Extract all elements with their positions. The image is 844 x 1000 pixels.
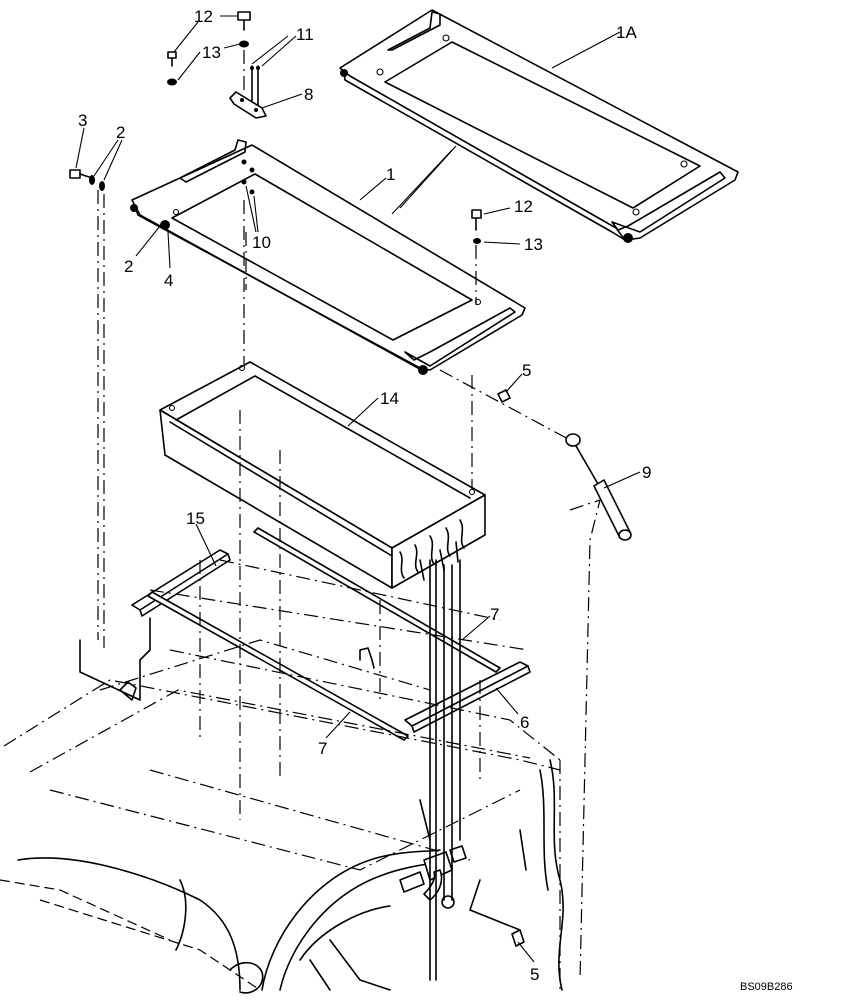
- vehicle-body-outline: [0, 499, 601, 994]
- callout-2-lower: 2: [124, 257, 133, 276]
- rail-7-lower: [147, 591, 409, 741]
- callout-4: 4: [164, 271, 173, 290]
- callout-5-upper: 5: [522, 361, 531, 380]
- washer-13-upper: [167, 40, 249, 86]
- callout-6: 6: [520, 713, 529, 732]
- drawing-reference-code: BS09B286: [740, 981, 793, 993]
- callout-13-right: 13: [524, 235, 543, 254]
- callout-1: 1: [386, 165, 395, 184]
- bracket-8: [229, 91, 267, 119]
- callout-2-upper: 2: [116, 123, 125, 142]
- callout-1a: 1A: [616, 23, 637, 42]
- callout-7-lower: 7: [318, 739, 327, 758]
- callout-12-upper: 12: [194, 7, 213, 26]
- clip-5-upper: [497, 389, 511, 403]
- nuts-10: [241, 159, 255, 195]
- clip-5-lower: [511, 929, 525, 947]
- heater-box-14: [159, 361, 486, 589]
- bolt-12-right: [471, 209, 482, 244]
- alignment-lines: [97, 50, 571, 820]
- callout-13-upper: 13: [202, 43, 221, 62]
- callout-12-right: 12: [514, 197, 533, 216]
- heater-hoses: [399, 559, 467, 981]
- callout-10: 10: [252, 233, 271, 252]
- support-bar-15: [131, 549, 231, 617]
- gas-strut-9: [565, 433, 632, 541]
- cover-panel-1: [130, 139, 526, 375]
- callout-15: 15: [186, 509, 205, 528]
- callout-7-upper: 7: [490, 605, 499, 624]
- callout-11: 11: [296, 25, 314, 44]
- callout-3: 3: [78, 111, 87, 130]
- leader-lines: [75, 15, 641, 963]
- callout-9: 9: [642, 463, 651, 482]
- callout-5-lower: 5: [530, 965, 539, 984]
- callout-labels: 12 13 11 8 1A 3 2 1 10 2 4 12 13 5 14 9 …: [78, 7, 793, 993]
- callout-8: 8: [304, 85, 313, 104]
- callout-14: 14: [380, 389, 399, 408]
- bolt-3-washers-2: [69, 169, 105, 191]
- cover-panel-1a: [339, 9, 739, 243]
